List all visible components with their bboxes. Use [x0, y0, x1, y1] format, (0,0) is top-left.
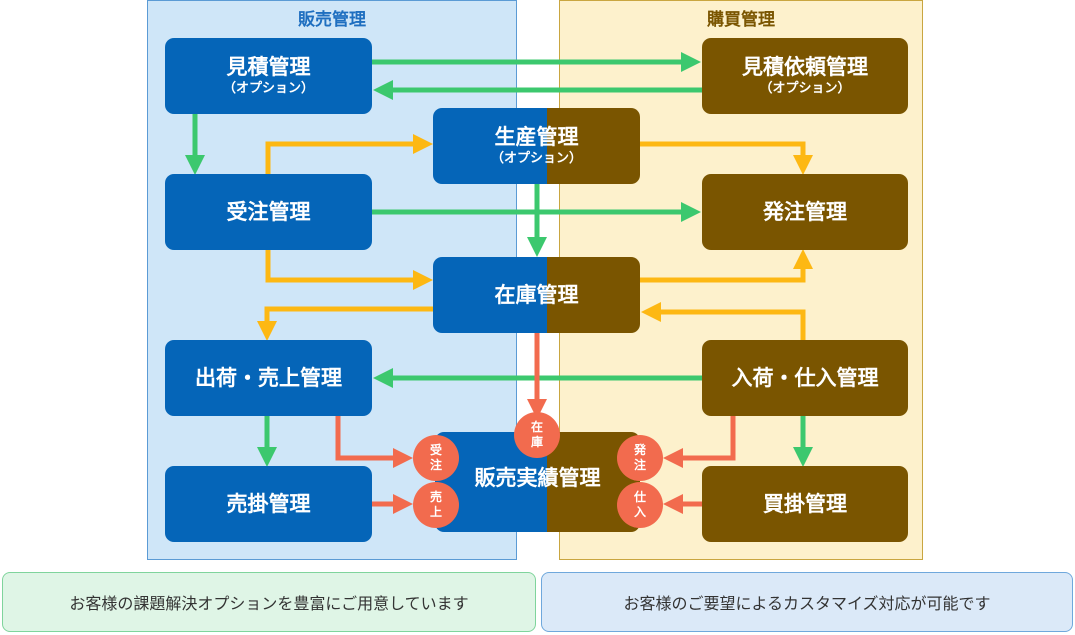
production-management-sub: （オプション） — [490, 151, 582, 167]
arrow-shipping-to-results — [335, 416, 413, 468]
estimate-request-sub: （オプション） — [759, 81, 851, 97]
badge-purchase-order-line1: 発 — [633, 443, 646, 457]
order-receipt-box: 受注管理 — [165, 174, 372, 250]
badge-sales: 売上 — [413, 482, 459, 528]
receiving-purchase-box: 入荷・仕入管理 — [702, 340, 908, 416]
badge-sales-line2: 上 — [429, 505, 442, 519]
note-customization-text: お客様のご要望によるカスタマイズ対応が可能です — [623, 594, 991, 613]
receiving-purchase-title: 入荷・仕入管理 — [731, 365, 879, 390]
badge-purchase-line1: 仕 — [633, 490, 646, 504]
badge-inventory-line1: 在 — [530, 420, 543, 434]
payables-box: 買掛管理 — [702, 466, 908, 542]
shipping-sales-title: 出荷・売上管理 — [195, 365, 342, 390]
badge-inventory-line2: 庫 — [530, 435, 543, 449]
purchase-region-title: 購買管理 — [707, 10, 775, 30]
arrow-receiving-to-inventory — [641, 302, 806, 340]
payables-title: 買掛管理 — [763, 491, 847, 516]
badge-purchase: 仕入 — [617, 482, 663, 528]
inventory-management-box: 在庫管理 — [433, 257, 640, 333]
badge-order-line2: 注 — [429, 458, 442, 472]
estimate-management-title: 見積管理 — [226, 54, 311, 79]
badge-purchase-order-line2: 注 — [633, 458, 646, 472]
sales-results-title: 販売実績管理 — [474, 465, 601, 490]
arrow-order-to-production — [265, 134, 433, 174]
estimate-management-sub: （オプション） — [222, 81, 314, 97]
estimate-request-title: 見積依頼管理 — [742, 54, 868, 79]
inventory-management-title: 在庫管理 — [494, 282, 579, 307]
estimate-request-box: 見積依頼管理 （オプション） — [702, 38, 908, 114]
purchase-order-box: 発注管理 — [702, 174, 908, 250]
production-management-title: 生産管理 — [494, 124, 579, 149]
arrow-receiving-to-results — [663, 416, 736, 468]
note-options: お客様の課題解決オプションを豊富にご用意しています — [2, 572, 536, 632]
badge-order: 受注 — [413, 435, 459, 481]
receivables-box: 売掛管理 — [165, 466, 372, 542]
arrow-order-to-inventory — [265, 250, 433, 290]
shipping-sales-box: 出荷・売上管理 — [165, 340, 372, 416]
receivables-title: 売掛管理 — [226, 491, 311, 516]
badge-purchase-line2: 入 — [633, 505, 646, 519]
note-options-text: お客様の課題解決オプションを豊富にご用意しています — [69, 594, 469, 613]
arrow-production-to-purchase-order — [640, 141, 813, 175]
arrow-inventory-to-purchase-order — [640, 249, 813, 283]
badge-order-line1: 受 — [429, 443, 442, 457]
arrow-inventory-to-shipping — [257, 306, 433, 341]
badge-sales-line1: 売 — [429, 490, 442, 504]
order-receipt-title: 受注管理 — [226, 199, 311, 224]
badge-inventory: 在庫 — [514, 412, 560, 458]
badge-purchase-order: 発注 — [617, 435, 663, 481]
sales-region-title: 販売管理 — [298, 10, 366, 30]
estimate-management-box: 見積管理 （オプション） — [165, 38, 372, 114]
purchase-order-title: 発注管理 — [763, 199, 847, 224]
production-management-box: 生産管理 （オプション） — [433, 108, 640, 184]
note-customization: お客様のご要望によるカスタマイズ対応が可能です — [541, 572, 1073, 632]
